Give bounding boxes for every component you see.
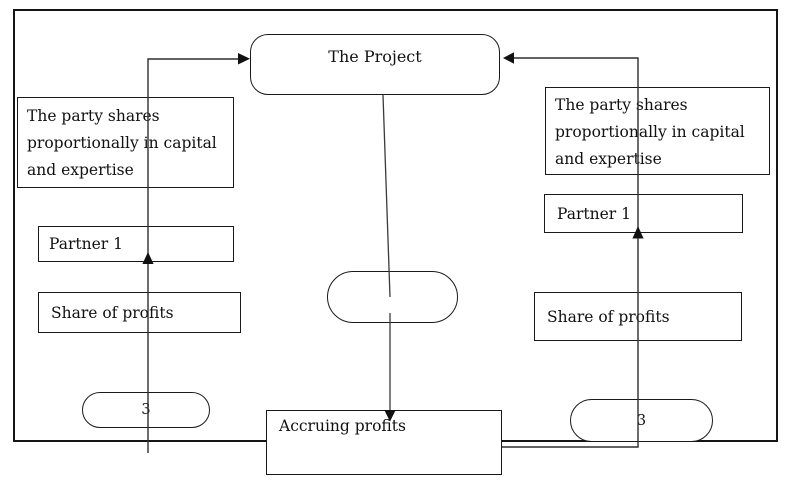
left-share-of-profits-label: Share of profits bbox=[51, 303, 174, 322]
left-ratio-node: 3 bbox=[82, 392, 210, 428]
right-partner-label: Partner 1 bbox=[557, 204, 631, 223]
center-pool-node bbox=[327, 271, 458, 323]
left-share-note: The party shares proportionally in capit… bbox=[17, 97, 234, 188]
right-ratio-label: 3 bbox=[636, 412, 647, 429]
left-share-of-profits-node: Share of profits bbox=[38, 292, 241, 333]
right-share-of-profits-node: Share of profits bbox=[534, 292, 742, 341]
left-share-note-line3: and expertise bbox=[27, 161, 134, 179]
right-ratio-node: 3 bbox=[570, 399, 713, 442]
project-label: The Project bbox=[328, 47, 422, 66]
left-share-note-line1: The party shares bbox=[27, 107, 160, 125]
project-node: The Project bbox=[250, 34, 500, 95]
accruing-profits-node: Accruing profits bbox=[266, 410, 502, 475]
right-share-note-line1: The party shares bbox=[555, 96, 688, 114]
right-partner-node: Partner 1 bbox=[544, 194, 743, 233]
left-partner-label: Partner 1 bbox=[49, 235, 123, 253]
right-share-note: The party shares proportionally in capit… bbox=[545, 87, 770, 175]
left-share-note-line2: proportionally in capital bbox=[27, 134, 217, 152]
right-share-note-line2: proportionally in capital bbox=[555, 123, 745, 141]
left-partner-node: Partner 1 bbox=[38, 226, 234, 262]
accruing-profits-label: Accruing profits bbox=[279, 417, 406, 435]
right-share-note-line3: and expertise bbox=[555, 150, 662, 168]
right-share-of-profits-label: Share of profits bbox=[547, 307, 670, 326]
left-ratio-label: 3 bbox=[141, 402, 151, 418]
